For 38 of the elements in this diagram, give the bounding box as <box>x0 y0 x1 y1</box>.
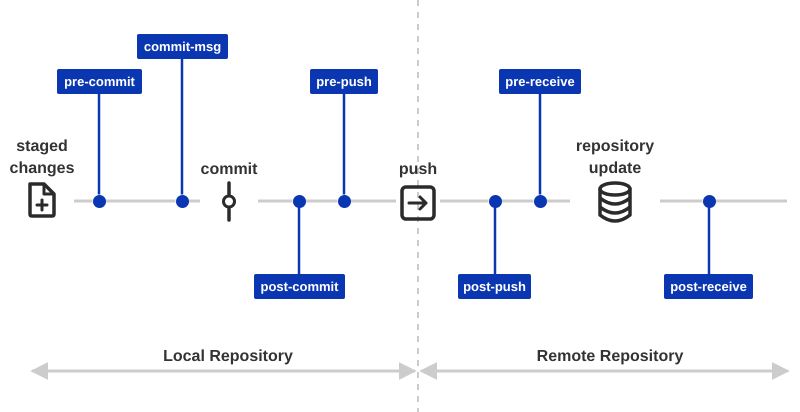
timeline-line <box>188 200 200 202</box>
timeline-line <box>546 200 570 202</box>
timeline-line <box>440 200 488 202</box>
event-label: staged changes <box>10 137 74 179</box>
timeline-dot <box>338 194 350 208</box>
hook-tag: post-receive <box>664 274 753 299</box>
leader-line <box>538 94 542 194</box>
timeline-line <box>502 200 534 202</box>
timeline-line <box>258 200 292 202</box>
hook-tag: post-commit <box>254 274 345 299</box>
leader-line <box>180 59 184 194</box>
leader-line <box>342 94 346 194</box>
event-label: repository update <box>574 137 656 179</box>
event-label: commit <box>200 160 258 180</box>
section-label: Remote Repository <box>536 348 684 366</box>
timeline-dot <box>702 194 716 208</box>
timeline-line <box>306 200 338 202</box>
timeline-line <box>106 200 176 202</box>
section-label: Local Repository <box>163 348 293 366</box>
leader-line <box>298 208 300 274</box>
timeline-dot <box>488 194 502 208</box>
timeline-dot <box>176 194 188 208</box>
timeline-line <box>660 200 702 202</box>
timeline-dot <box>92 194 106 208</box>
hook-tag: post-push <box>458 274 531 299</box>
hook-tag: commit-msg <box>137 34 228 59</box>
timeline-dot <box>534 194 546 208</box>
event-label: push <box>398 160 438 180</box>
timeline-dot <box>292 194 306 208</box>
leader-line <box>494 208 496 274</box>
leader-line <box>98 94 100 194</box>
timeline-line <box>350 200 396 202</box>
hook-tag: pre-receive <box>499 69 581 94</box>
leader-line <box>708 208 710 274</box>
timeline-line <box>74 200 92 202</box>
hook-tag: pre-push <box>310 69 378 94</box>
timeline-line <box>716 200 787 202</box>
hook-tag: pre-commit <box>57 69 142 94</box>
